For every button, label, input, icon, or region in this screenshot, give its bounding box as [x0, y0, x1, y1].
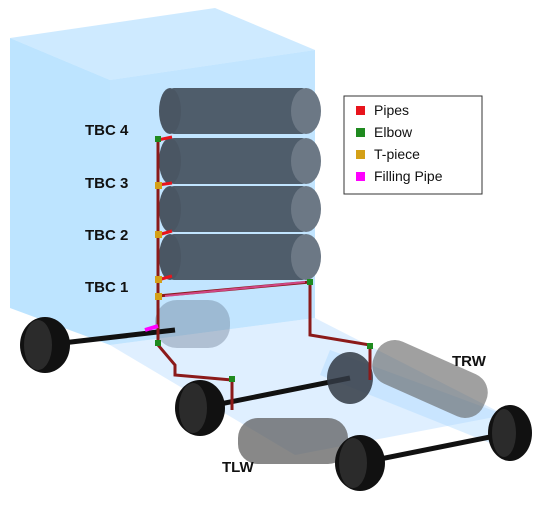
legend-swatch — [356, 106, 365, 115]
lower-tank-right — [372, 339, 488, 419]
legend-label: Elbow — [374, 124, 413, 140]
rear-axle — [359, 430, 511, 466]
box-top-face — [10, 8, 315, 80]
legend-box — [343, 95, 483, 195]
pipe-network — [144, 135, 373, 410]
label-tlw: TLW — [222, 459, 254, 476]
cylinder-tbc4 — [159, 88, 321, 134]
label-tbc1: TBC 1 — [85, 279, 128, 296]
wheel-front-left — [20, 317, 70, 373]
box-front-face — [10, 38, 110, 345]
elbow-marker — [367, 343, 373, 349]
lower-tank-left — [238, 418, 348, 464]
legend-label: Filling Pipe — [374, 168, 443, 184]
wheel-rear-left — [335, 435, 385, 491]
elbow-marker — [155, 340, 161, 346]
elbow-marker — [155, 136, 161, 142]
legend-swatch — [356, 150, 365, 159]
legend-label: T-piece — [374, 146, 420, 162]
legend-swatch — [356, 128, 365, 137]
main-pipe-vertical — [156, 140, 234, 410]
tpiece-marker — [155, 182, 162, 189]
tpiece-marker — [155, 231, 162, 238]
legend-swatch — [356, 172, 365, 181]
front-tank — [155, 300, 230, 348]
legend-label: Pipes — [374, 102, 409, 118]
cylinder-tbc2 — [159, 186, 321, 232]
label-trw: TRW — [452, 353, 487, 370]
label-tbc4: TBC 4 — [85, 122, 129, 139]
filling-pipe — [144, 324, 159, 332]
label-tbc3: TBC 3 — [85, 175, 128, 192]
elbow-marker — [229, 376, 235, 382]
label-tbc2: TBC 2 — [85, 227, 128, 244]
tpiece-marker — [155, 276, 162, 283]
cylinder-tbc1 — [159, 234, 321, 280]
wheel-mid-right — [327, 352, 373, 404]
mid-axle — [199, 375, 351, 411]
tpiece-marker — [155, 293, 162, 300]
wheel-rear-right — [488, 405, 532, 461]
pink-highlight — [164, 281, 306, 297]
wheel-mid-left — [175, 380, 225, 436]
cylinder-tbc3 — [159, 138, 321, 184]
elbow-marker — [307, 279, 313, 285]
